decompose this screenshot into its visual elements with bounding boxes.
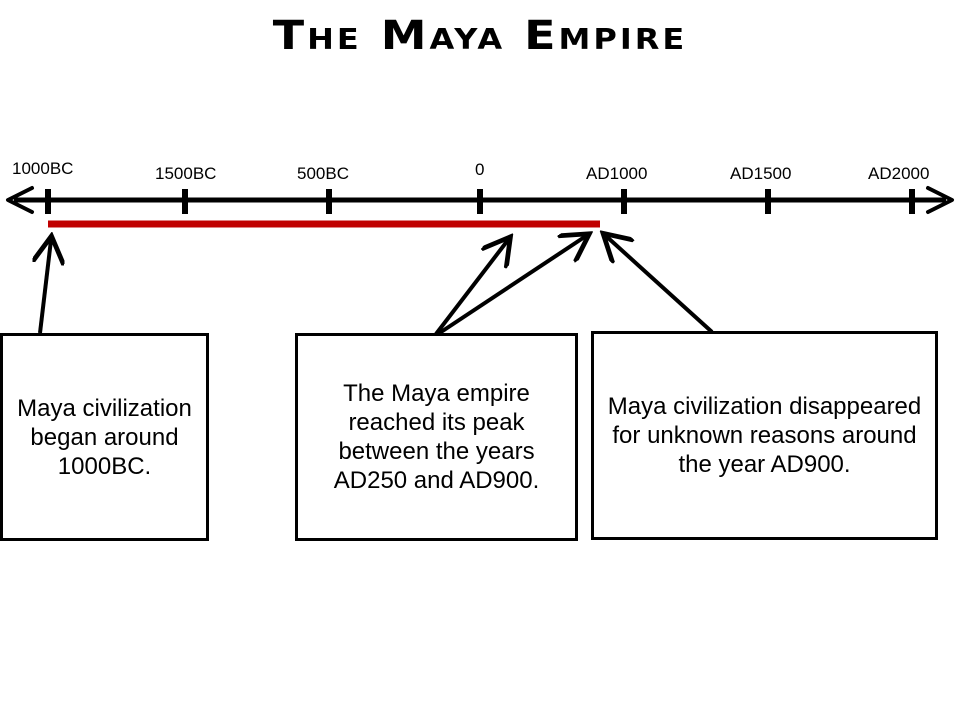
tick-label-0: 0 [475, 160, 485, 179]
tick-label-1000bc: 1000BC [12, 159, 74, 178]
note-peak: The Maya empire reached its peak between… [295, 333, 578, 541]
tick-label-ad2000: AD2000 [868, 164, 930, 183]
note-begin-text: Maya civilization began around 1000BC. [17, 394, 192, 480]
note-disappear-text: Maya civilization disappeared for unknow… [607, 393, 922, 478]
disappear-pointer-arrow [606, 236, 714, 334]
begin-pointer-arrow [40, 240, 51, 334]
tick-label-ad1500: AD1500 [730, 164, 792, 183]
tick-label-500bc: 500BC [297, 164, 349, 183]
tick-label-ad1000: AD1000 [586, 164, 648, 183]
page-title: The Maya Empire [272, 11, 688, 59]
note-disappear: Maya civilization disappeared for unknow… [591, 331, 938, 540]
note-begin: Maya civilization began around 1000BC. [0, 333, 209, 541]
note-peak-text: The Maya empire reached its peak between… [333, 380, 540, 494]
tick-label-1500bc: 1500BC [155, 164, 217, 183]
axis-right-arrowhead [926, 186, 954, 214]
axis-left-arrowhead [6, 186, 34, 214]
peak-end-pointer-arrow [436, 236, 586, 336]
peak-start-pointer-arrow [434, 240, 508, 336]
